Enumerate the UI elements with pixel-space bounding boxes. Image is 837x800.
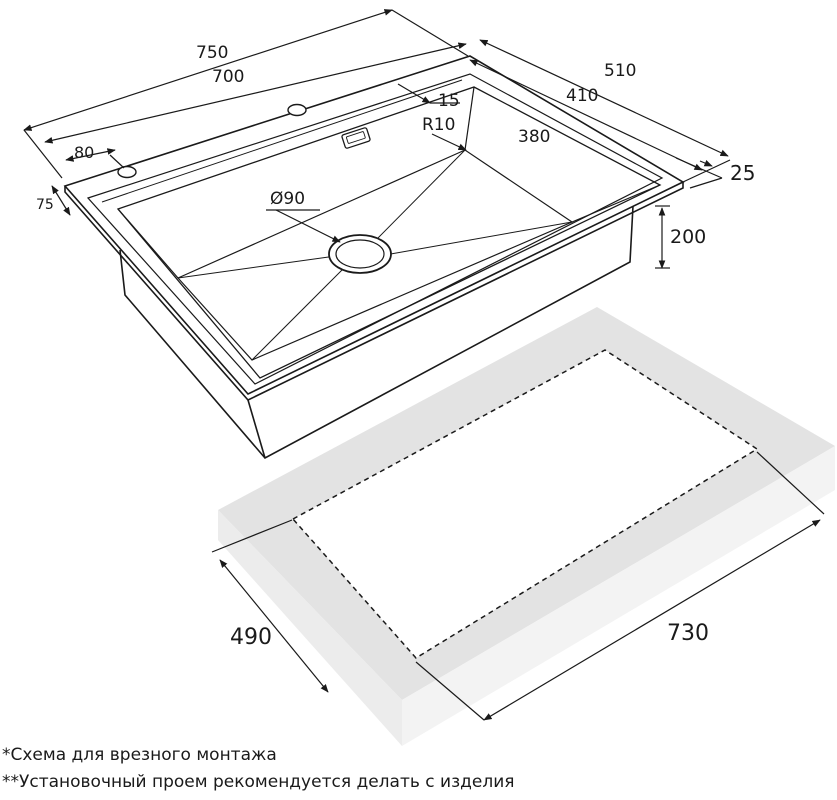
dim-rim-thickness: 25	[730, 161, 755, 185]
installation-notes: *Схема для врезного монтажа **Установочн…	[2, 742, 832, 796]
dim-overall-width: 510	[604, 61, 636, 81]
drain-groove	[177, 254, 344, 279]
drain-groove	[384, 221, 573, 256]
note-cutout-recommendation: **Установочный проем рекомендуется делат…	[2, 772, 515, 792]
dim-tap-offset: 80	[74, 143, 94, 162]
dim-bowl-depth: 200	[670, 226, 706, 248]
dimension-lines	[23, 9, 825, 721]
dim-overall-length: 750	[196, 43, 228, 63]
bowl-edge	[117, 208, 179, 279]
dim-drain-diameter: Ø90	[270, 189, 305, 209]
tap-hole-icon	[117, 165, 137, 179]
drain-icon	[328, 234, 392, 274]
dim-front-rim: 75	[36, 197, 54, 213]
dim-bowl-span: 380	[518, 127, 550, 147]
dim-cutout-width: 490	[230, 625, 272, 650]
note-mounting-scheme: *Схема для врезного монтажа	[2, 745, 277, 765]
dim-inner-width: 410	[566, 86, 598, 106]
drain-groove	[373, 149, 466, 243]
cutout-opening	[291, 349, 759, 659]
countertop-cutout	[218, 307, 835, 746]
bowl-back-ledge	[101, 79, 463, 203]
bowl-edge	[571, 184, 661, 223]
dim-corner-radius: R10	[422, 115, 455, 135]
dim-rim-step: 15	[438, 91, 460, 111]
sink-body-corner	[247, 399, 266, 459]
tap-hole-icon	[287, 103, 307, 117]
dim-inner-length: 700	[212, 67, 244, 87]
drain-groove	[251, 267, 345, 361]
dim-cutout-length: 730	[667, 621, 709, 646]
bowl-edge	[464, 86, 475, 151]
